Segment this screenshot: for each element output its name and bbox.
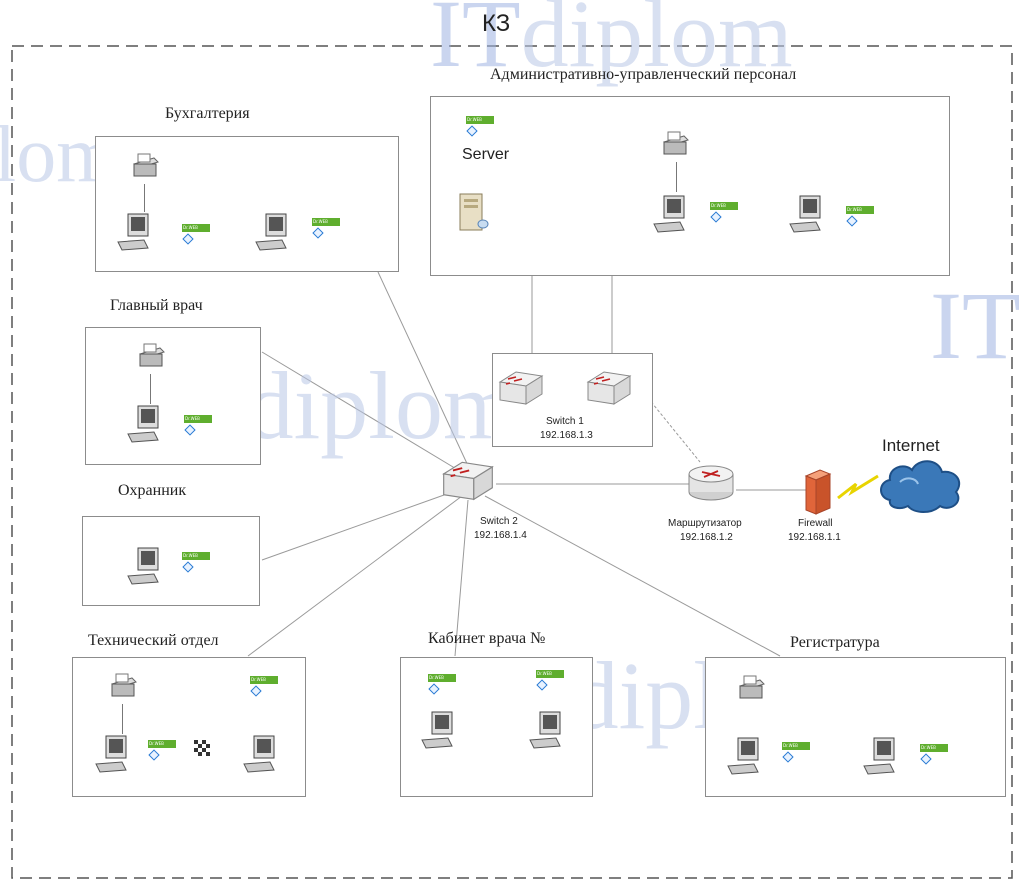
firewall-name: Firewall <box>798 518 833 529</box>
outer-boundary <box>11 45 1013 879</box>
switch1-name: Switch 1 <box>546 416 584 427</box>
antivirus-badge-icon: Dr.WEB <box>182 552 210 573</box>
router-icon <box>688 465 734 501</box>
printer-link <box>122 704 123 734</box>
switch1-ip: 192.168.1.3 <box>540 430 593 441</box>
computer-icon <box>95 735 127 773</box>
label-registry: Регистратура <box>790 634 880 651</box>
lightning-link <box>837 474 879 500</box>
cloud-icon <box>880 460 961 513</box>
label-doctor-office: Кабинет врача № <box>428 630 546 647</box>
line-tech-switch2 <box>247 495 463 657</box>
antivirus-badge-icon: Dr.WEB <box>250 676 278 697</box>
computer-icon <box>127 405 159 443</box>
antivirus-badge-icon: Dr.WEB <box>182 224 210 245</box>
label-guard: Охранник <box>118 482 187 499</box>
printer-icon <box>111 673 137 697</box>
line-chief-switch2 <box>261 351 469 477</box>
label-admin: Административно-управленческий персонал <box>490 66 797 83</box>
antivirus-badge-icon: Dr.WEB <box>184 415 212 436</box>
box-admin <box>430 96 950 276</box>
computer-icon <box>727 737 759 775</box>
diagram-title: КЗ <box>482 10 511 37</box>
firewall-ip: 192.168.1.1 <box>788 532 841 543</box>
computer-icon <box>255 213 287 251</box>
printer-icon <box>739 675 765 699</box>
switch-icon <box>586 371 632 405</box>
switch2-name: Switch 2 <box>480 516 518 527</box>
server-label: Server <box>462 146 510 163</box>
computer-icon <box>863 737 895 775</box>
switch2-ip: 192.168.1.4 <box>474 530 527 541</box>
box-guard <box>82 516 260 606</box>
printer-icon <box>133 153 159 177</box>
watermark-right: IT <box>930 272 1019 379</box>
label-chief-doctor: Главный врач <box>110 297 203 314</box>
printer-link <box>144 184 145 212</box>
computer-icon <box>421 711 453 749</box>
watermark-top: ITdiplom <box>430 0 793 87</box>
printer-link <box>150 374 151 404</box>
antivirus-badge-icon: Dr.WEB <box>466 116 494 137</box>
antivirus-badge-icon: Dr.WEB <box>428 674 456 695</box>
antivirus-badge-icon: Dr.WEB <box>710 202 738 223</box>
switch-icon <box>442 461 494 501</box>
antivirus-badge-icon: Dr.WEB <box>312 218 340 239</box>
router-ip: 192.168.1.2 <box>680 532 733 543</box>
connection-lines <box>247 271 808 657</box>
computer-icon <box>529 711 561 749</box>
computer-icon <box>117 213 149 251</box>
printer-icon <box>139 343 165 367</box>
label-accounting: Бухгалтерия <box>165 105 250 122</box>
line-registry-switch2 <box>484 495 781 657</box>
printer-icon <box>663 131 689 155</box>
antivirus-badge-icon: Dr.WEB <box>782 742 810 763</box>
line-accounting-switch2 <box>377 271 471 471</box>
computer-icon <box>127 547 159 585</box>
checkered-flag-icon <box>194 740 212 758</box>
router-name: Маршрутизатор <box>668 518 742 529</box>
line-switch1-router <box>647 397 701 463</box>
antivirus-badge-icon: Dr.WEB <box>148 740 176 761</box>
box-chief-doctor <box>85 327 261 465</box>
internet-label: Internet <box>882 436 940 455</box>
computer-icon <box>243 735 275 773</box>
antivirus-badge-icon: Dr.WEB <box>536 670 564 691</box>
antivirus-badge-icon: Dr.WEB <box>846 206 874 227</box>
printer-link <box>676 162 677 192</box>
computer-icon <box>789 195 821 233</box>
firewall-icon <box>804 469 832 515</box>
switch-icon <box>498 371 544 405</box>
computer-icon <box>653 195 685 233</box>
antivirus-badge-icon: Dr.WEB <box>920 744 948 765</box>
line-guard-switch2 <box>261 489 459 561</box>
server-icon <box>459 193 489 231</box>
label-tech: Технический отдел <box>88 632 219 649</box>
line-office-switch2 <box>454 499 469 657</box>
